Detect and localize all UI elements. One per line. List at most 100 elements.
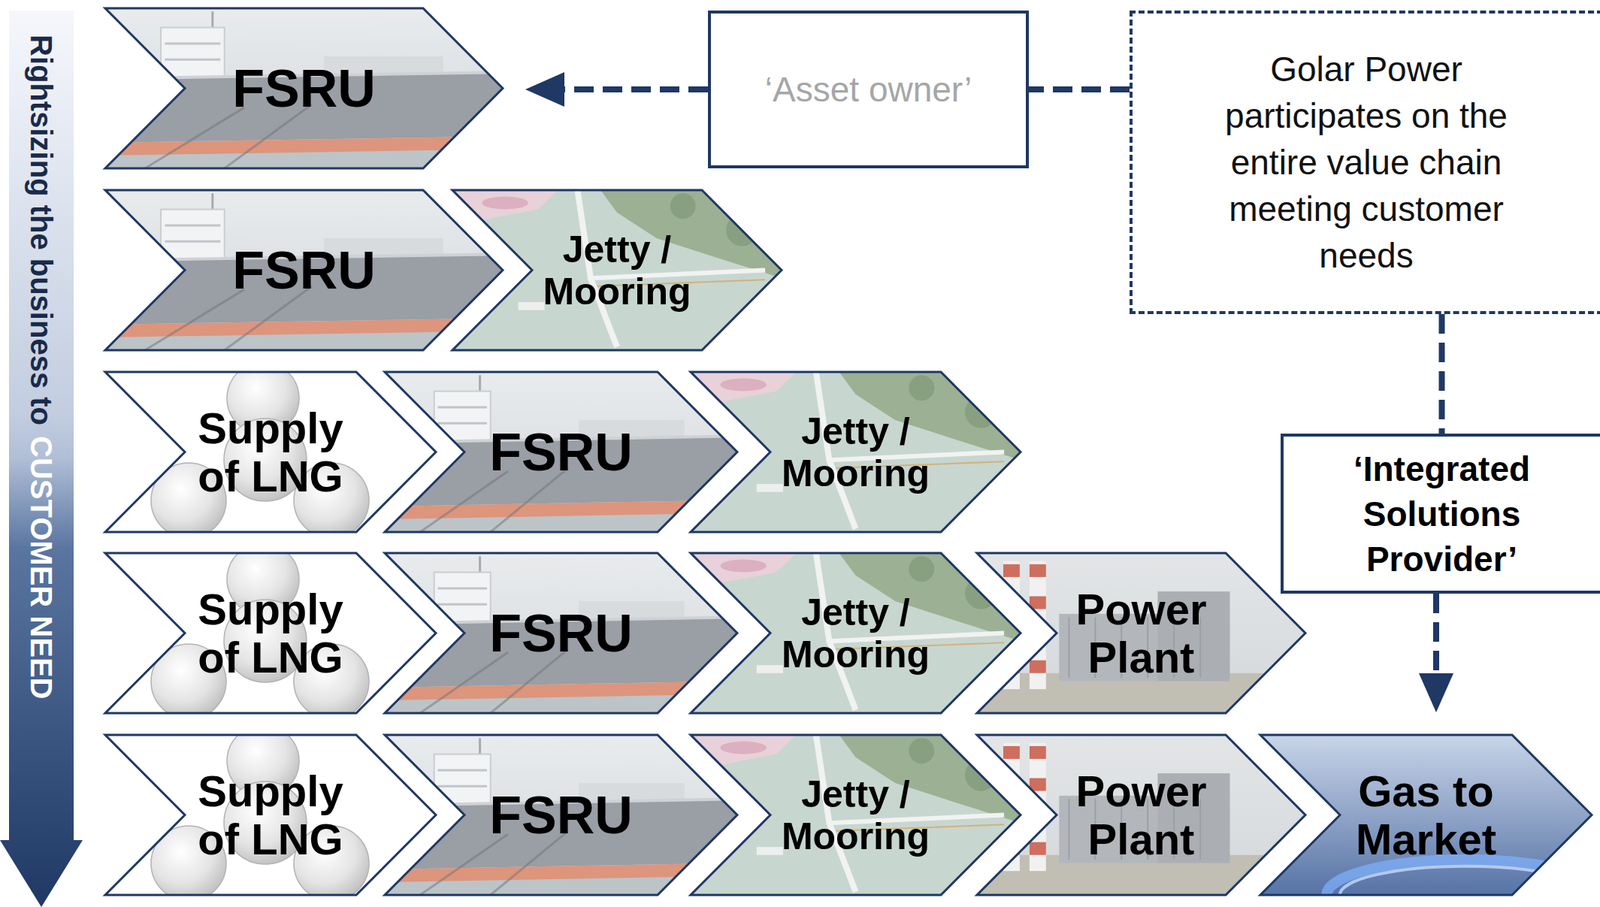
box-text: Golar Power participates on the entire v… [1212,45,1521,279]
chevron-picture [690,372,1021,533]
box-text: ‘Asset owner’ [765,68,972,111]
text-holder: FSRU [459,553,663,714]
chevron-picture [384,553,738,714]
chevron-picture [384,372,738,533]
chevron-picture [105,8,503,169]
fsru-chevron: FSRU [384,734,738,896]
stage-label: Supply of LNG [180,767,361,864]
chevron-picture [1260,734,1592,896]
lng-supply-chevron: Supply of LNG [105,734,436,896]
dashed-connector [1028,89,1130,91]
text-holder: Jetty / Mooring [765,553,946,714]
connector-line [1028,86,1130,93]
chevron-picture [384,734,738,896]
stage-label: Jetty / Mooring [765,410,946,495]
lng-supply-chevron: Supply of LNG [105,372,436,533]
stage-label: FSRU [459,423,663,481]
chevron-picture [384,372,738,533]
chevron-picture [384,734,738,896]
text-holder: Gas to Market [1335,734,1517,896]
chevron-picture [105,190,503,351]
box-text: ‘Integrated Solutions Provider’ [1299,446,1585,582]
arrow-body [0,10,83,907]
stage-label: Jetty / Mooring [527,228,707,313]
arrow-head [1418,673,1454,713]
dashed-connector [525,72,708,107]
stage-label: Power Plant [1052,767,1231,864]
chevron-picture [976,734,1306,896]
text-holder: Jetty / Mooring [527,190,707,351]
chevron-picture [452,190,782,351]
chevron-picture [384,734,738,896]
chevron-picture [384,553,738,714]
chevron-picture [1339,866,1592,907]
chevron-picture [690,553,1021,714]
text-holder: Power Plant [1052,553,1231,714]
stage-label: FSRU [459,786,663,844]
chevron-picture [690,372,1021,533]
chevron-picture [976,734,1306,896]
chevron-picture [1326,859,1600,907]
text-holder: Jetty / Mooring [765,372,946,533]
chevron-picture [384,734,738,896]
chevron-picture [976,553,1306,714]
chevron-picture [690,734,1021,896]
chevron-picture [976,734,1306,896]
text-holder: Supply of LNG [180,734,361,896]
fsru-chevron: FSRU [384,553,738,714]
chevron-picture [1003,596,1020,610]
connector-line [562,86,708,93]
stage-label: FSRU [180,60,428,118]
chevron-picture [105,725,436,902]
dashed-connector [1418,593,1454,713]
chevron-picture [1029,810,1047,823]
chevron-picture [105,190,503,351]
chevron-picture [690,734,1021,896]
chevron-picture [690,372,1021,533]
chevron-picture [452,190,782,351]
text-holder: Jetty / Mooring [765,734,946,896]
chevron-picture [105,543,436,720]
chevron-picture [1003,778,1020,792]
text-holder: FSRU [180,8,428,169]
chevron-picture [1029,628,1047,642]
chevron-picture [105,8,503,169]
text-holder: FSRU [180,190,428,351]
stage-label: Jetty / Mooring [765,591,946,676]
text-holder: FSRU [459,734,663,896]
chevron-picture [690,553,1021,714]
chevron-picture [105,372,436,533]
chevron-picture [384,553,738,714]
chevron-picture [384,372,738,533]
chevron-picture [105,734,436,896]
note-box: Golar Power participates on the entire v… [1129,10,1600,315]
chevron-picture [105,8,503,169]
chevron-picture [105,8,503,169]
side-label: Rightsizing the business to CUSTOMER NEED [21,4,61,847]
chevron-picture [690,372,1021,533]
chevron-picture [105,362,436,539]
fsru-chevron: FSRU [105,190,503,351]
chevron-picture [690,734,1021,896]
chevron-picture [690,553,1021,714]
axis-label: CUSTOMER NEED [24,435,58,699]
stage-label: Gas to Market [1335,767,1517,864]
chevron-picture [976,553,1306,714]
jetty-chevron: Jetty / Mooring [452,190,782,351]
stage-label: Power Plant [1052,585,1231,682]
role-box: ‘Integrated Solutions Provider’ [1280,433,1600,594]
dashed-connector [1441,314,1443,434]
connector-line [1439,314,1446,434]
role-box: ‘Asset owner’ [707,10,1029,169]
stage-label: FSRU [180,241,428,300]
stage-label: Jetty / Mooring [765,773,946,858]
chevron-picture [1003,628,1020,642]
axis-label: Rightsizing the business to [24,34,58,426]
jetty-chevron: Jetty / Mooring [690,372,1021,533]
text-holder: Supply of LNG [180,372,361,533]
chevron-picture [452,190,782,351]
chevron-picture [105,190,503,351]
chevron-picture [1003,810,1020,823]
chevron-picture [976,734,1306,896]
